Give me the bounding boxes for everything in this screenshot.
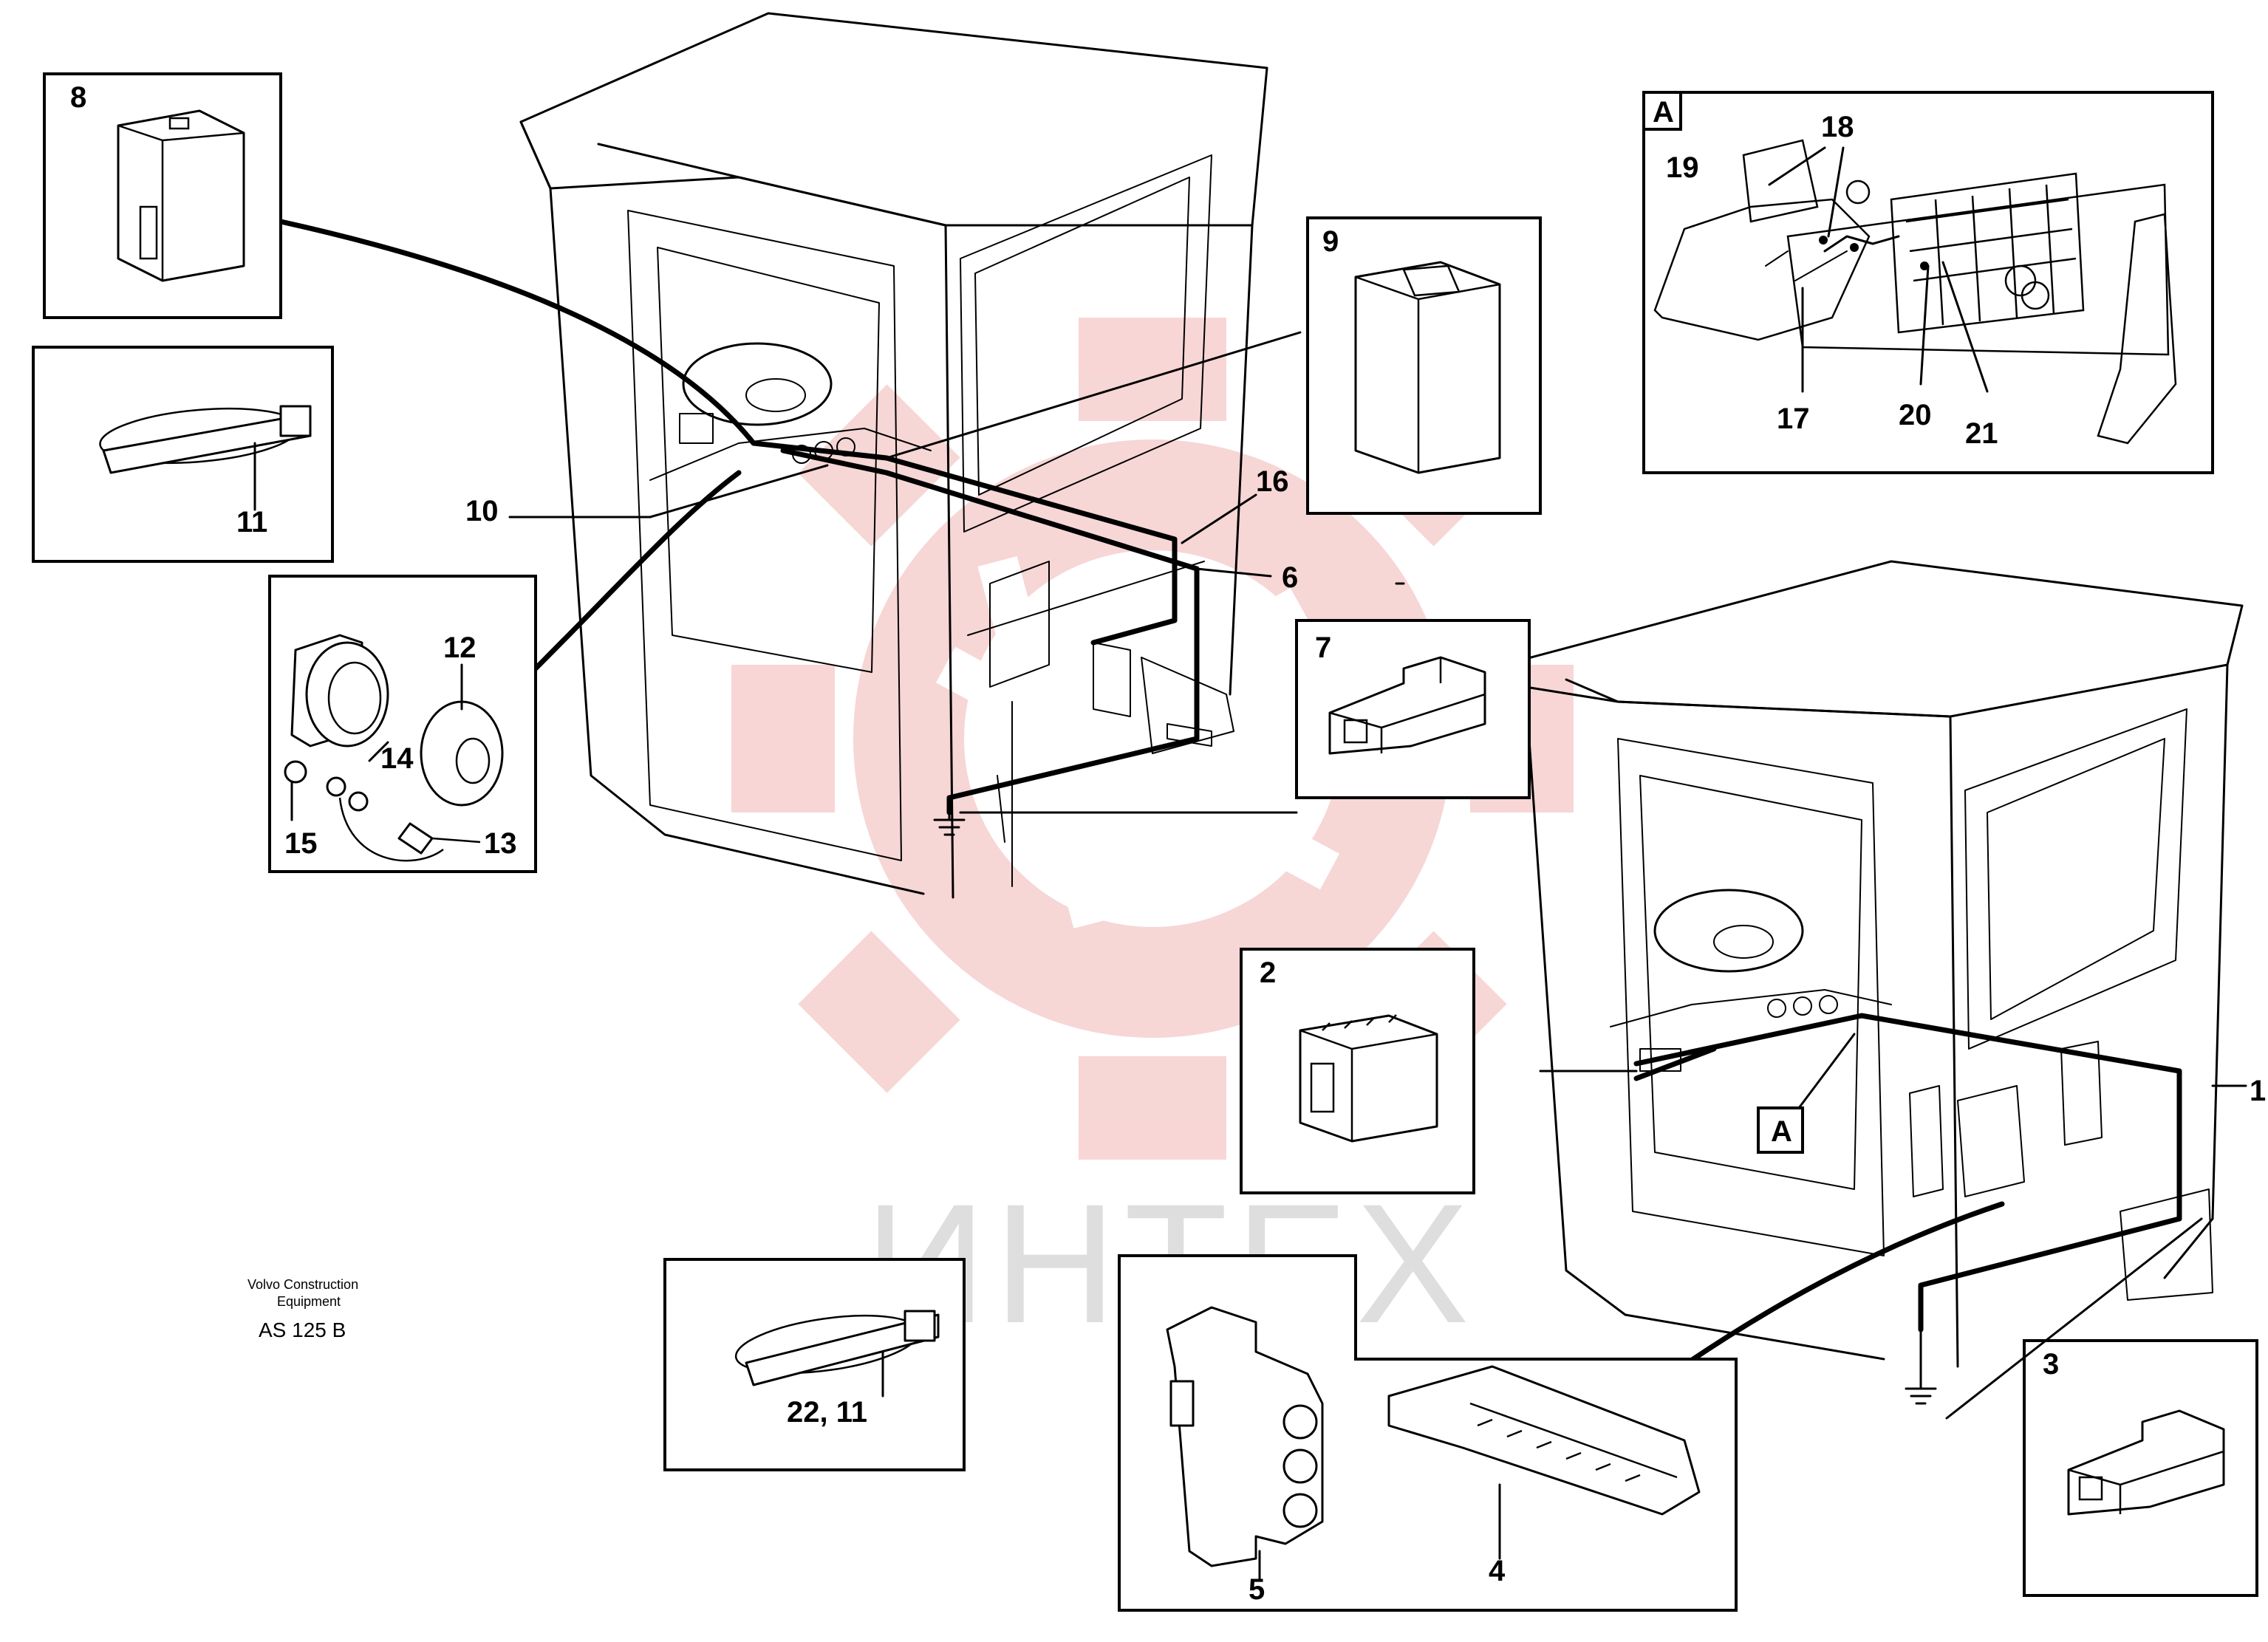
callout-leaders [508, 493, 2247, 1420]
detail-box-parts-4-5 [1118, 1254, 1738, 1612]
cab-lower [1502, 560, 2244, 1368]
detail-box-socket-12-15 [268, 575, 537, 873]
callout-19: 19 [1666, 151, 1699, 184]
ground-symbol-lower [1905, 1328, 1937, 1405]
cab-upper [519, 12, 1268, 899]
detail-box-part-2 [1240, 948, 1475, 1194]
callout-6: 6 [1282, 561, 1298, 594]
detail-box-part-9 [1306, 216, 1542, 515]
callout-22-11: 22, 11 [787, 1396, 867, 1429]
callout-21: 21 [1965, 417, 1998, 450]
detail-box-cable-tie-22-11 [663, 1258, 966, 1471]
callout-20: 20 [1899, 399, 1932, 431]
callout-9: 9 [1322, 225, 1339, 258]
callout-16: 16 [1256, 465, 1289, 498]
callout-2: 2 [1260, 957, 1276, 989]
callout-7: 7 [1315, 632, 1331, 664]
detail-box-A [1642, 91, 2214, 474]
callout-1: 1 [2250, 1075, 2266, 1107]
callout-12: 12 [443, 632, 477, 664]
detail-a-reference-label: A [1771, 1115, 1792, 1148]
publisher-credit: Volvo Construction Equipment AS 125 B [247, 1277, 358, 1341]
callout-17: 17 [1777, 403, 1810, 435]
callout-18: 18 [1821, 111, 1854, 143]
callout-5: 5 [1249, 1573, 1265, 1606]
callout-14: 14 [380, 742, 414, 775]
callout-10: 10 [465, 495, 499, 527]
detail-box-cable-tie-11 [32, 346, 334, 563]
callout-3: 3 [2043, 1348, 2059, 1381]
detail-a-box-label: A [1653, 96, 1674, 129]
detail-box-part-3 [2023, 1339, 2258, 1597]
callout-4: 4 [1489, 1555, 1506, 1587]
callout-labels: 1 2 3 4 5 6 7 8 9 10 11 22, 11 12 13 14 … [70, 81, 2266, 1606]
credit-code: AS 125 B [259, 1318, 346, 1341]
callout-8: 8 [70, 81, 86, 114]
detail-a-reference: A [1757, 1106, 1804, 1154]
credit-line-2: Equipment [277, 1294, 341, 1309]
callout-11: 11 [236, 506, 267, 538]
callout-13: 13 [484, 827, 517, 860]
detail-box-part-8 [43, 72, 282, 319]
callout-15: 15 [284, 827, 318, 860]
credit-line-1: Volvo Construction [247, 1277, 358, 1292]
detail-box-part-7 [1295, 619, 1531, 799]
ground-symbol-upper [933, 796, 966, 836]
